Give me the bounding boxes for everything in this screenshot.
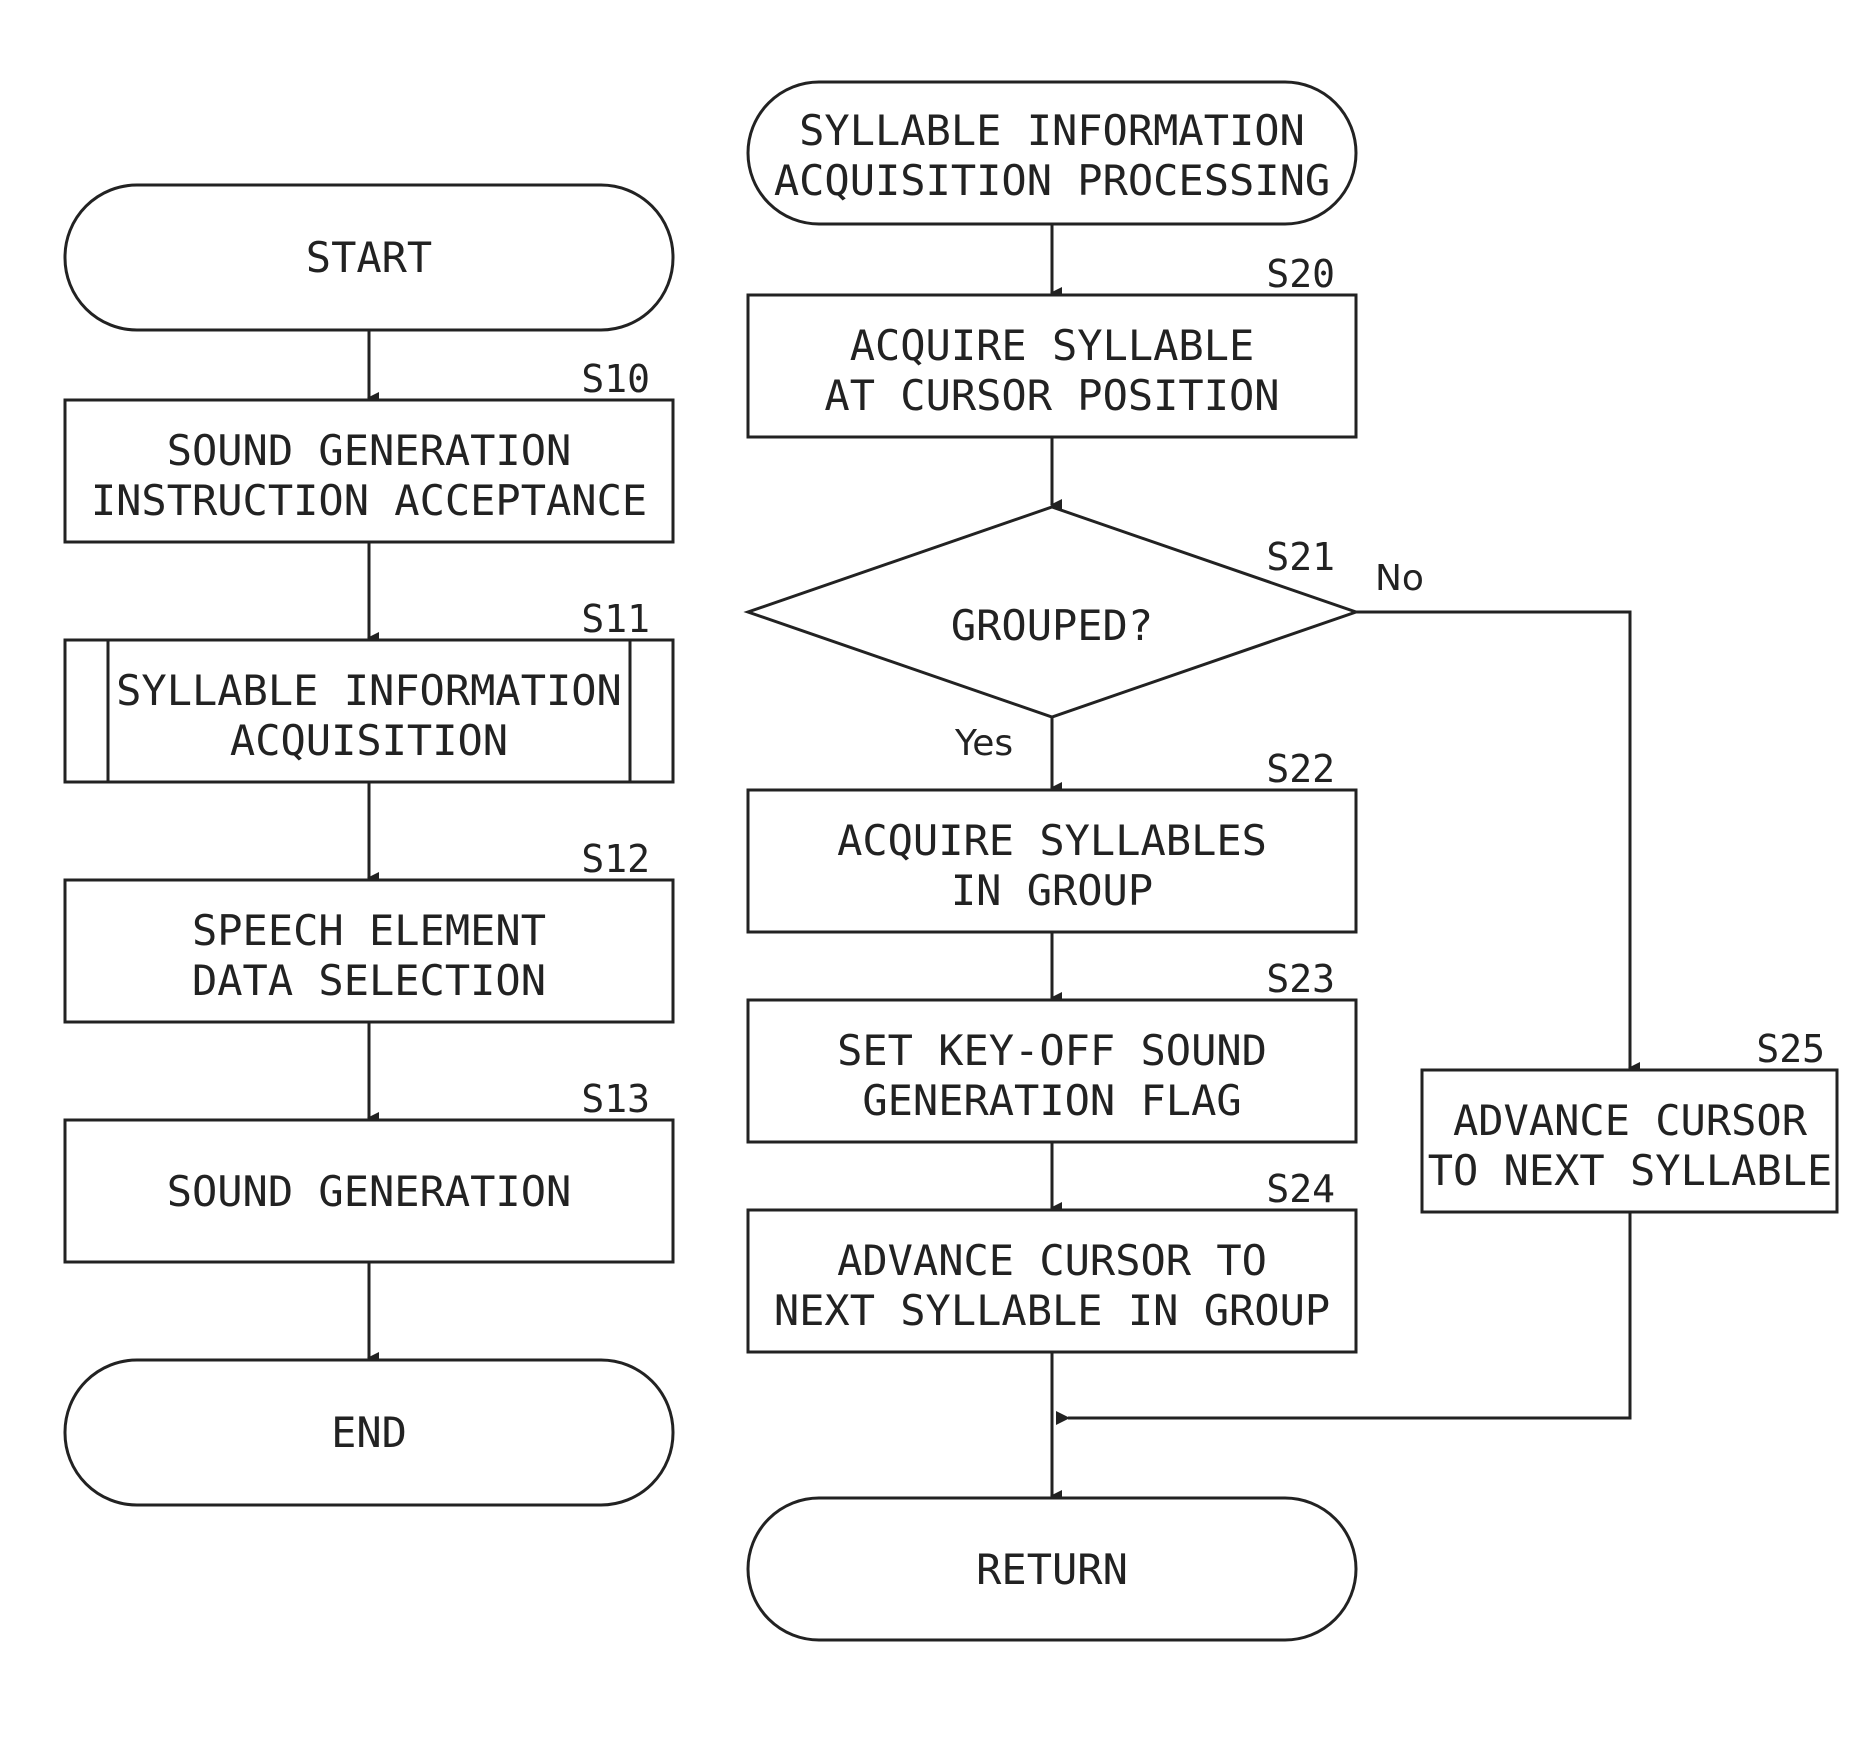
step-s11-line-2: ACQUISITION — [230, 716, 508, 765]
arrow-s21-s25 — [1356, 612, 1630, 1068]
return-label: RETURN — [976, 1545, 1128, 1594]
step-s12-line-1: SPEECH ELEMENT — [192, 906, 546, 955]
sub-start-terminal: SYLLABLE INFORMATION ACQUISITION PROCESS… — [748, 82, 1356, 224]
decision-yes-label: Yes — [954, 723, 1013, 764]
step-s24-line-1: ADVANCE CURSOR TO — [837, 1236, 1267, 1285]
step-s20-line-2: AT CURSOR POSITION — [824, 371, 1279, 420]
sub-start-line-2: ACQUISITION PROCESSING — [774, 156, 1330, 205]
return-terminal: RETURN — [748, 1498, 1356, 1640]
step-s13-number: S13 — [581, 1077, 650, 1121]
step-s23-line-1: SET KEY-OFF SOUND — [837, 1026, 1267, 1075]
step-s12-line-2: DATA SELECTION — [192, 956, 546, 1005]
step-s11-line-1: SYLLABLE INFORMATION — [116, 666, 622, 715]
step-s25-line-2: TO NEXT SYLLABLE — [1428, 1146, 1833, 1195]
step-s22-number: S22 — [1266, 747, 1335, 791]
step-s20-number: S20 — [1266, 252, 1335, 296]
decision-s21: S21 GROUPED? No Yes — [748, 507, 1424, 764]
step-s13-line-1: SOUND GENERATION — [167, 1167, 572, 1216]
start-label: START — [306, 233, 432, 282]
step-s25-number: S25 — [1756, 1027, 1825, 1071]
step-s22-line-1: ACQUIRE SYLLABLES — [837, 816, 1267, 865]
decision-no-label: No — [1375, 558, 1424, 599]
step-s24-number: S24 — [1266, 1167, 1335, 1211]
step-s10-line-1: SOUND GENERATION — [167, 426, 572, 475]
step-s11-number: S11 — [581, 597, 650, 641]
sub-start-line-1: SYLLABLE INFORMATION — [799, 106, 1305, 155]
step-s24-line-2: NEXT SYLLABLE IN GROUP — [774, 1286, 1330, 1335]
step-s21-number: S21 — [1266, 535, 1335, 579]
end-terminal: END — [65, 1360, 673, 1505]
decision-s21-label: GROUPED? — [951, 601, 1153, 650]
step-s10-number: S10 — [581, 357, 650, 401]
main-flow: START S10 SOUND GENERATION INSTRUCTION A… — [65, 185, 673, 1505]
step-s12-number: S12 — [581, 837, 650, 881]
step-s25-line-1: ADVANCE CURSOR — [1453, 1096, 1808, 1145]
step-s20-line-1: ACQUIRE SYLLABLE — [850, 321, 1255, 370]
end-label: END — [331, 1408, 407, 1457]
step-s22-line-2: IN GROUP — [951, 866, 1153, 915]
start-terminal: START — [65, 185, 673, 330]
step-s23-number: S23 — [1266, 957, 1335, 1001]
sub-flow: SYLLABLE INFORMATION ACQUISITION PROCESS… — [748, 82, 1837, 1640]
step-s23-line-2: GENERATION FLAG — [862, 1076, 1241, 1125]
step-s10-line-2: INSTRUCTION ACCEPTANCE — [91, 476, 647, 525]
